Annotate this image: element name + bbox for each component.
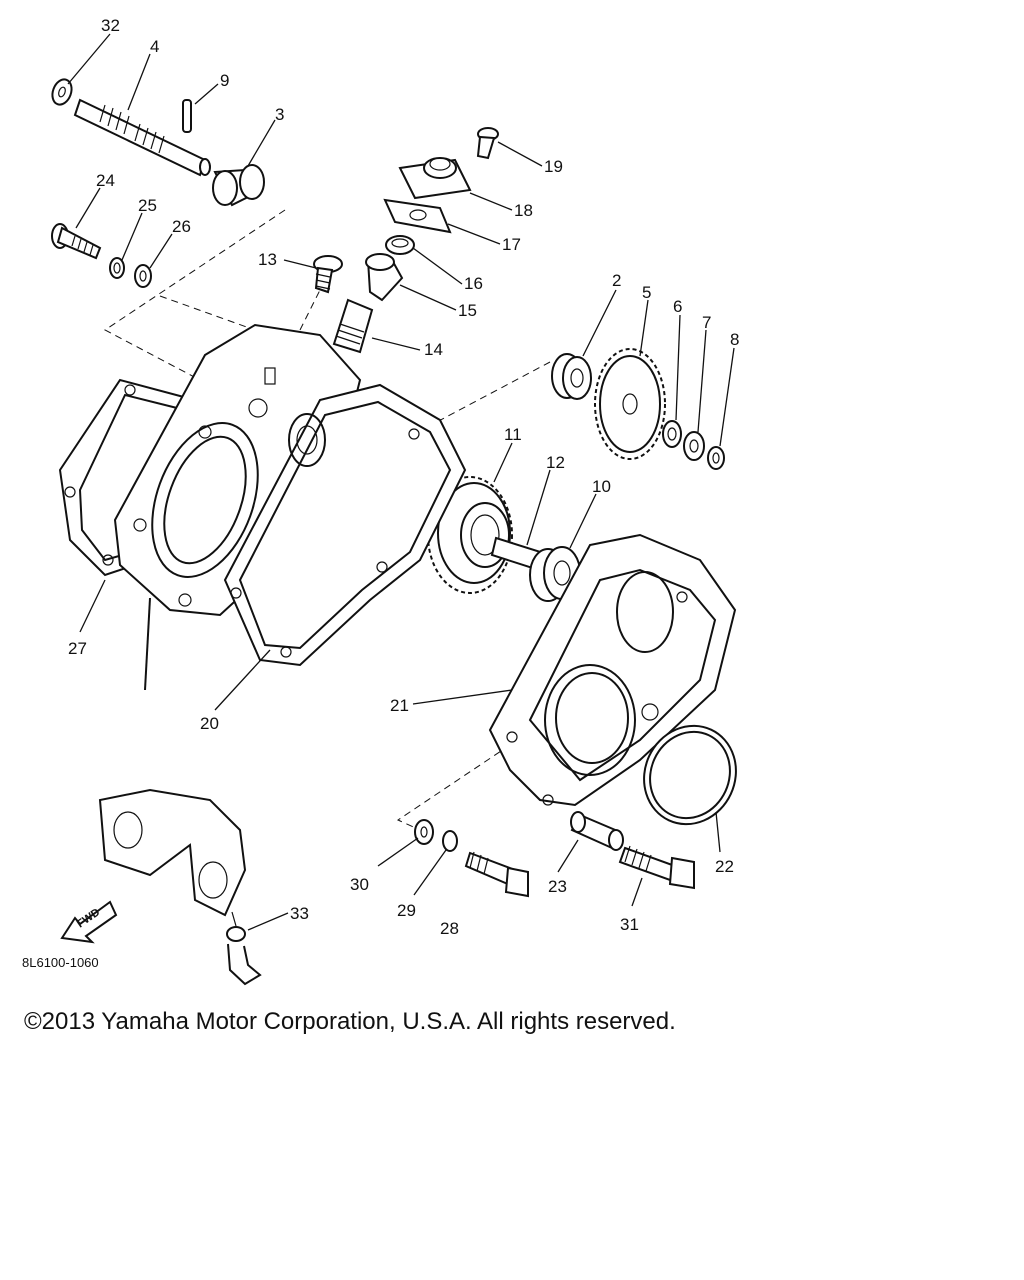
part-9-pin xyxy=(182,99,192,133)
part-25-lock-washer xyxy=(109,257,125,279)
callout-7: 7 xyxy=(702,313,711,332)
part-31-flange-bolt xyxy=(618,845,695,890)
drawing-code: 8L6100-1060 xyxy=(22,955,99,970)
callout-31: 31 xyxy=(620,915,639,934)
part-11-gear xyxy=(427,476,513,594)
callout-29: 29 xyxy=(397,901,416,920)
part-22-o-ring xyxy=(643,724,737,826)
part-26-washer xyxy=(134,264,152,288)
part-33-hose-fitting xyxy=(98,788,262,986)
part-24-bolt xyxy=(51,223,102,260)
part-30-washer xyxy=(414,819,434,845)
part-5-sprocket xyxy=(594,348,666,460)
part-8-circlip xyxy=(707,446,725,470)
part-7-washer xyxy=(683,431,705,461)
callout-13: 13 xyxy=(258,250,277,269)
part-17-gasket xyxy=(383,198,452,234)
part-29-lock-washer xyxy=(442,830,458,852)
callout-27: 27 xyxy=(68,639,87,658)
callout-20: 20 xyxy=(200,714,219,733)
callout-24: 24 xyxy=(96,171,115,190)
callout-2: 2 xyxy=(612,271,621,290)
callout-6: 6 xyxy=(673,297,682,316)
leader-lines xyxy=(67,33,735,931)
callout-8: 8 xyxy=(730,330,739,349)
part-19-screw xyxy=(476,127,499,160)
part-20-gasket xyxy=(223,383,467,667)
callout-3: 3 xyxy=(275,105,284,124)
callout-21: 21 xyxy=(390,696,409,715)
callout-9: 9 xyxy=(220,71,229,90)
callout-28: 28 xyxy=(440,919,459,938)
callout-14: 14 xyxy=(424,340,443,359)
fwd-direction-arrow: FWD xyxy=(60,900,118,944)
callout-5: 5 xyxy=(642,283,651,302)
part-4-worm-shaft xyxy=(73,98,211,177)
part-16-seal xyxy=(385,235,415,255)
callout-33: 33 xyxy=(290,904,309,923)
part-32-washer xyxy=(51,78,73,106)
part-14-driven-gear xyxy=(332,298,374,354)
part-15-bushing xyxy=(365,253,404,302)
callout-17: 17 xyxy=(502,235,521,254)
callout-18: 18 xyxy=(514,201,533,220)
part-28-bolt xyxy=(464,851,529,898)
callout-4: 4 xyxy=(150,37,159,56)
part-21-outer-cover xyxy=(488,533,737,807)
part-23-collar xyxy=(570,811,624,851)
callout-26: 26 xyxy=(172,217,191,236)
part-2-bearing xyxy=(551,353,592,400)
callout-25: 25 xyxy=(138,196,157,215)
part-13-screw xyxy=(313,255,343,294)
callout-11: 11 xyxy=(504,425,522,444)
callout-32: 32 xyxy=(101,16,120,35)
callout-labels: 32 4 9 3 24 25 26 13 19 18 17 16 15 14 2… xyxy=(68,16,739,938)
part-3-collar xyxy=(212,164,265,207)
callout-12: 12 xyxy=(546,453,565,472)
callout-19: 19 xyxy=(544,157,563,176)
callout-22: 22 xyxy=(715,857,734,876)
callout-16: 16 xyxy=(464,274,483,293)
exploded-parts-diagram: FWD 8L6100-1060 32 xyxy=(22,16,739,986)
callout-10: 10 xyxy=(592,477,611,496)
callout-15: 15 xyxy=(458,301,477,320)
callout-23: 23 xyxy=(548,877,567,896)
part-18-bearing-cover xyxy=(398,157,472,200)
callout-30: 30 xyxy=(350,875,369,894)
copyright-notice: ©2013 Yamaha Motor Corporation, U.S.A. A… xyxy=(24,1008,676,1035)
part-6-washer xyxy=(662,420,682,448)
